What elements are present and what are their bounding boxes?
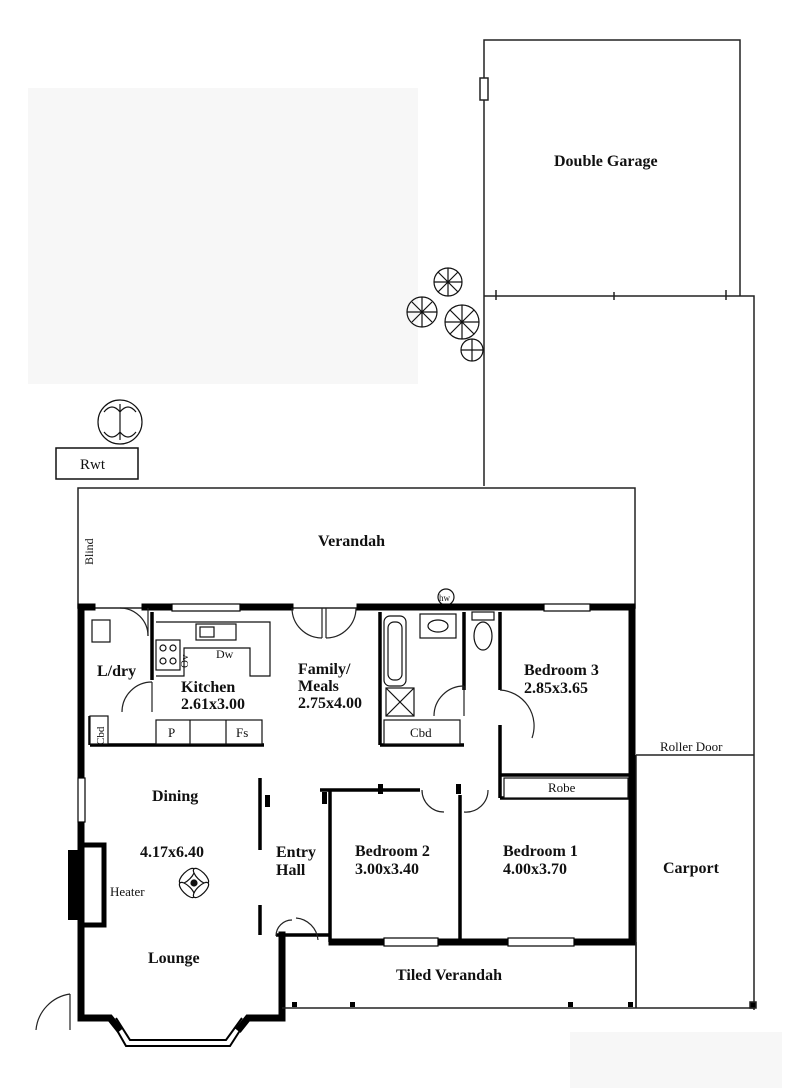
shrub-cluster-icon	[406, 267, 484, 362]
entry-label-2: Hall	[276, 862, 306, 879]
laundry-tub-icon	[91, 619, 111, 643]
bedroom3-label: Bedroom 3	[524, 662, 599, 679]
double-garage	[479, 39, 741, 486]
front-door-swing	[35, 993, 71, 1031]
windows	[77, 603, 591, 947]
rwt-label: Rwt	[80, 457, 106, 473]
driveway-outline	[635, 295, 757, 1010]
dining-dim: 4.17x6.40	[140, 844, 204, 861]
background-panel-bottom-right	[570, 1032, 782, 1088]
cbd-left-label: Cbd	[95, 726, 107, 745]
bedroom2-label: Bedroom 2	[355, 843, 430, 860]
bedroom1-dim: 4.00x3.70	[503, 861, 567, 878]
bedroom3-dim: 2.85x3.65	[524, 680, 588, 697]
entry-posts	[265, 784, 633, 1007]
tree-icon	[97, 399, 143, 445]
hw-label: hw	[439, 593, 451, 603]
blind-label: Blind	[82, 538, 96, 565]
laundry-label: L/dry	[97, 663, 136, 680]
ceiling-fan-icon	[178, 867, 210, 899]
toilet-icon	[471, 611, 495, 621]
entry-label-1: Entry	[276, 844, 316, 861]
tiled-verandah-label: Tiled Verandah	[396, 967, 502, 984]
kitchen-label: Kitchen	[181, 679, 235, 696]
kitchen-fittings	[89, 619, 271, 745]
family-label-2: Meals	[298, 678, 339, 695]
kitchen-dim: 2.61x3.00	[181, 696, 245, 713]
heater-box	[79, 842, 107, 928]
door-swings	[119, 607, 535, 941]
cbd-bath-label: Cbd	[410, 725, 432, 740]
rainwater-tank	[55, 447, 139, 480]
roller-door-label: Roller Door	[660, 739, 723, 754]
pantry-label: P	[168, 725, 175, 740]
lounge-label: Lounge	[148, 950, 200, 967]
tiled-verandah	[282, 942, 637, 1009]
heater-chimney	[68, 850, 82, 920]
heater-label: Heater	[110, 884, 145, 899]
bathroom-fittings	[383, 611, 629, 799]
fs-label: Fs	[236, 725, 248, 740]
background-panel-left	[28, 88, 418, 384]
bedroom1-label: Bedroom 1	[503, 843, 578, 860]
family-dim: 2.75x4.00	[298, 695, 362, 712]
family-label-1: Family/	[298, 661, 351, 678]
bay-window	[109, 1017, 249, 1047]
robe-label: Robe	[548, 780, 576, 795]
verandah-label: Verandah	[318, 533, 385, 550]
double-garage-label: Double Garage	[554, 153, 658, 170]
dw-label: Dw	[216, 647, 234, 661]
dining-label: Dining	[152, 788, 198, 805]
bedroom2-dim: 3.00x3.40	[355, 861, 419, 878]
carport-label: Carport	[663, 860, 720, 877]
ov-label: Ov	[179, 654, 191, 668]
